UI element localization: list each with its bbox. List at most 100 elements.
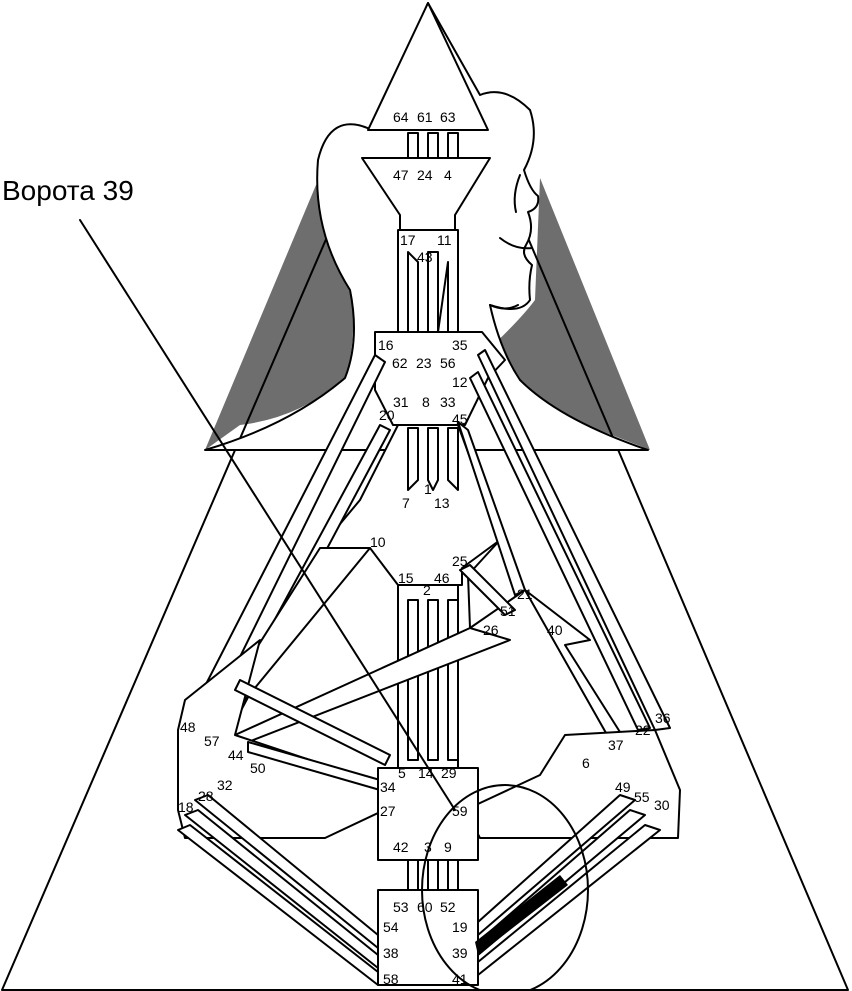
callout-label: Ворота 39 xyxy=(2,175,134,206)
gate-43: 43 xyxy=(417,249,433,265)
callout-line xyxy=(79,219,456,811)
channel-19-49 xyxy=(477,794,636,936)
gate-51: 51 xyxy=(500,603,516,619)
gate-33: 33 xyxy=(440,394,456,410)
gate-27: 27 xyxy=(380,803,396,819)
gate-24: 24 xyxy=(417,167,433,183)
gate-30: 30 xyxy=(654,797,670,813)
gate-21: 21 xyxy=(517,586,533,602)
gate-31: 31 xyxy=(393,394,409,410)
gate-20: 20 xyxy=(379,407,395,423)
nose-line xyxy=(513,174,521,213)
channel-35-36 xyxy=(477,349,671,731)
gate-12: 12 xyxy=(452,374,468,390)
channel-3-60 xyxy=(427,859,439,891)
gate-29: 29 xyxy=(441,765,457,781)
gate-58: 58 xyxy=(383,971,399,987)
gate-17: 17 xyxy=(400,232,416,248)
gate-9: 9 xyxy=(444,839,452,855)
gate-25: 25 xyxy=(452,553,468,569)
gate-42: 42 xyxy=(393,839,409,855)
gate-36: 36 xyxy=(655,710,671,726)
gate-8: 8 xyxy=(422,394,430,410)
gate-28: 28 xyxy=(198,788,214,804)
gate-60: 60 xyxy=(417,899,433,915)
channel-64-47 xyxy=(407,132,419,159)
channel-13-33 xyxy=(447,427,459,491)
gate-64: 64 xyxy=(393,109,409,125)
channel-2-14 xyxy=(427,599,439,761)
gate-10: 10 xyxy=(370,534,386,550)
channel-12-22 xyxy=(469,371,651,731)
gate-34: 34 xyxy=(380,779,396,795)
gate-1: 1 xyxy=(424,481,432,497)
gate-4: 4 xyxy=(444,167,452,183)
gate-48: 48 xyxy=(180,719,196,735)
gate-57: 57 xyxy=(204,733,220,749)
gate-45: 45 xyxy=(452,411,468,427)
gate-53: 53 xyxy=(393,899,409,915)
left-shoulder-shade xyxy=(205,183,354,450)
gate-26: 26 xyxy=(483,622,499,638)
gate-56: 56 xyxy=(440,355,456,371)
gate-40: 40 xyxy=(547,622,563,638)
chin-line xyxy=(489,304,519,310)
channel-9-52 xyxy=(447,859,459,891)
channel-54-32 xyxy=(194,794,379,949)
channel-40-37 xyxy=(524,589,626,741)
gate-63: 63 xyxy=(440,109,456,125)
gate-22: 22 xyxy=(635,722,651,738)
channel-61-24 xyxy=(427,132,439,159)
gate-44: 44 xyxy=(228,747,244,763)
gate-11: 11 xyxy=(437,232,452,248)
gate-16: 16 xyxy=(378,337,394,353)
gate-55: 55 xyxy=(634,789,650,805)
throat-center xyxy=(374,331,506,426)
gate-5: 5 xyxy=(398,765,406,781)
mouth-line xyxy=(499,237,533,250)
gate-23: 23 xyxy=(416,355,432,371)
channel-51-25 xyxy=(459,564,516,616)
channel-42-53 xyxy=(407,859,419,891)
gate-62: 62 xyxy=(392,355,408,371)
gate-32: 32 xyxy=(217,777,233,793)
channel-41-30 xyxy=(477,824,661,976)
channel-7-31 xyxy=(407,427,419,491)
gate-38: 38 xyxy=(383,945,399,961)
right-shoulder-shade xyxy=(488,178,650,450)
gate-19: 19 xyxy=(452,919,468,935)
head-center xyxy=(367,2,489,131)
channel-15-5 xyxy=(407,599,419,761)
channel-58-18 xyxy=(177,824,379,986)
solar-plexus-center xyxy=(464,729,681,839)
gate-7: 7 xyxy=(402,495,410,511)
gate-35: 35 xyxy=(452,337,468,353)
gate-39-circle xyxy=(421,784,589,991)
gate-61: 61 xyxy=(417,109,433,125)
gate-59: 59 xyxy=(452,803,468,819)
channel-38-28 xyxy=(184,809,379,969)
gate-13: 13 xyxy=(434,495,450,511)
gate-15: 15 xyxy=(398,570,414,586)
gate-54: 54 xyxy=(383,919,399,935)
channel-46-29 xyxy=(447,599,459,761)
channel-34 xyxy=(234,679,391,766)
gate-52: 52 xyxy=(440,899,456,915)
gate-6: 6 xyxy=(582,755,590,771)
root-center xyxy=(377,889,479,986)
gate-47: 47 xyxy=(393,167,409,183)
gate-3: 3 xyxy=(424,839,432,855)
channel-1-8 xyxy=(427,427,439,491)
gate-46: 46 xyxy=(434,570,450,586)
gate-37: 37 xyxy=(608,737,624,753)
gate-50: 50 xyxy=(250,760,266,776)
gate-39-highlight-bar xyxy=(475,875,568,955)
gate-39: 39 xyxy=(452,945,468,961)
gate-14: 14 xyxy=(418,765,434,781)
gate-41: 41 xyxy=(452,971,468,987)
sacral-center xyxy=(377,767,479,861)
gate-18: 18 xyxy=(178,799,194,815)
